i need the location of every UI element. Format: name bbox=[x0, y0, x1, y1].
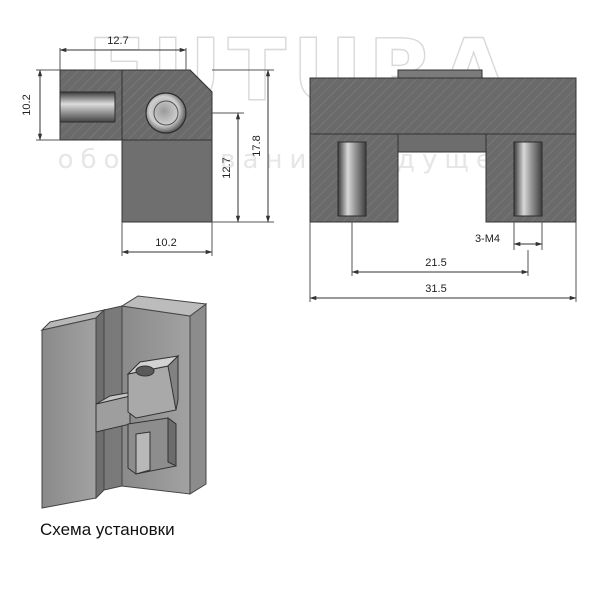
front-view-hole-left bbox=[337, 141, 367, 217]
dim-bottom-width: 10.2 bbox=[155, 237, 176, 249]
dim-inner-height: 12.7 bbox=[221, 157, 233, 178]
front-view: 3-M4 21.5 31.5 bbox=[309, 69, 577, 302]
dim-left-height: 10.2 bbox=[21, 94, 33, 115]
installation-illustration bbox=[40, 295, 208, 509]
side-view-bore bbox=[59, 91, 116, 123]
front-view-middle-bar bbox=[397, 133, 487, 153]
dim-top-width: 12.7 bbox=[107, 35, 128, 47]
left-profile-panel bbox=[41, 317, 97, 509]
dim-thread-label: 3-M4 bbox=[475, 233, 500, 245]
side-view-pin-hole bbox=[145, 92, 187, 134]
installation-caption: Схема установки bbox=[40, 520, 175, 539]
front-view-upper-band bbox=[309, 77, 577, 135]
dim-hole-spacing: 21.5 bbox=[425, 257, 446, 269]
side-view: 12.7 10.2 12.7 17.8 10.2 bbox=[21, 35, 274, 256]
hinge-pin-hole bbox=[135, 365, 155, 377]
dim-total-height: 17.8 bbox=[251, 135, 263, 156]
dim-total-width: 31.5 bbox=[425, 283, 446, 295]
front-view-hole-right bbox=[513, 141, 543, 217]
